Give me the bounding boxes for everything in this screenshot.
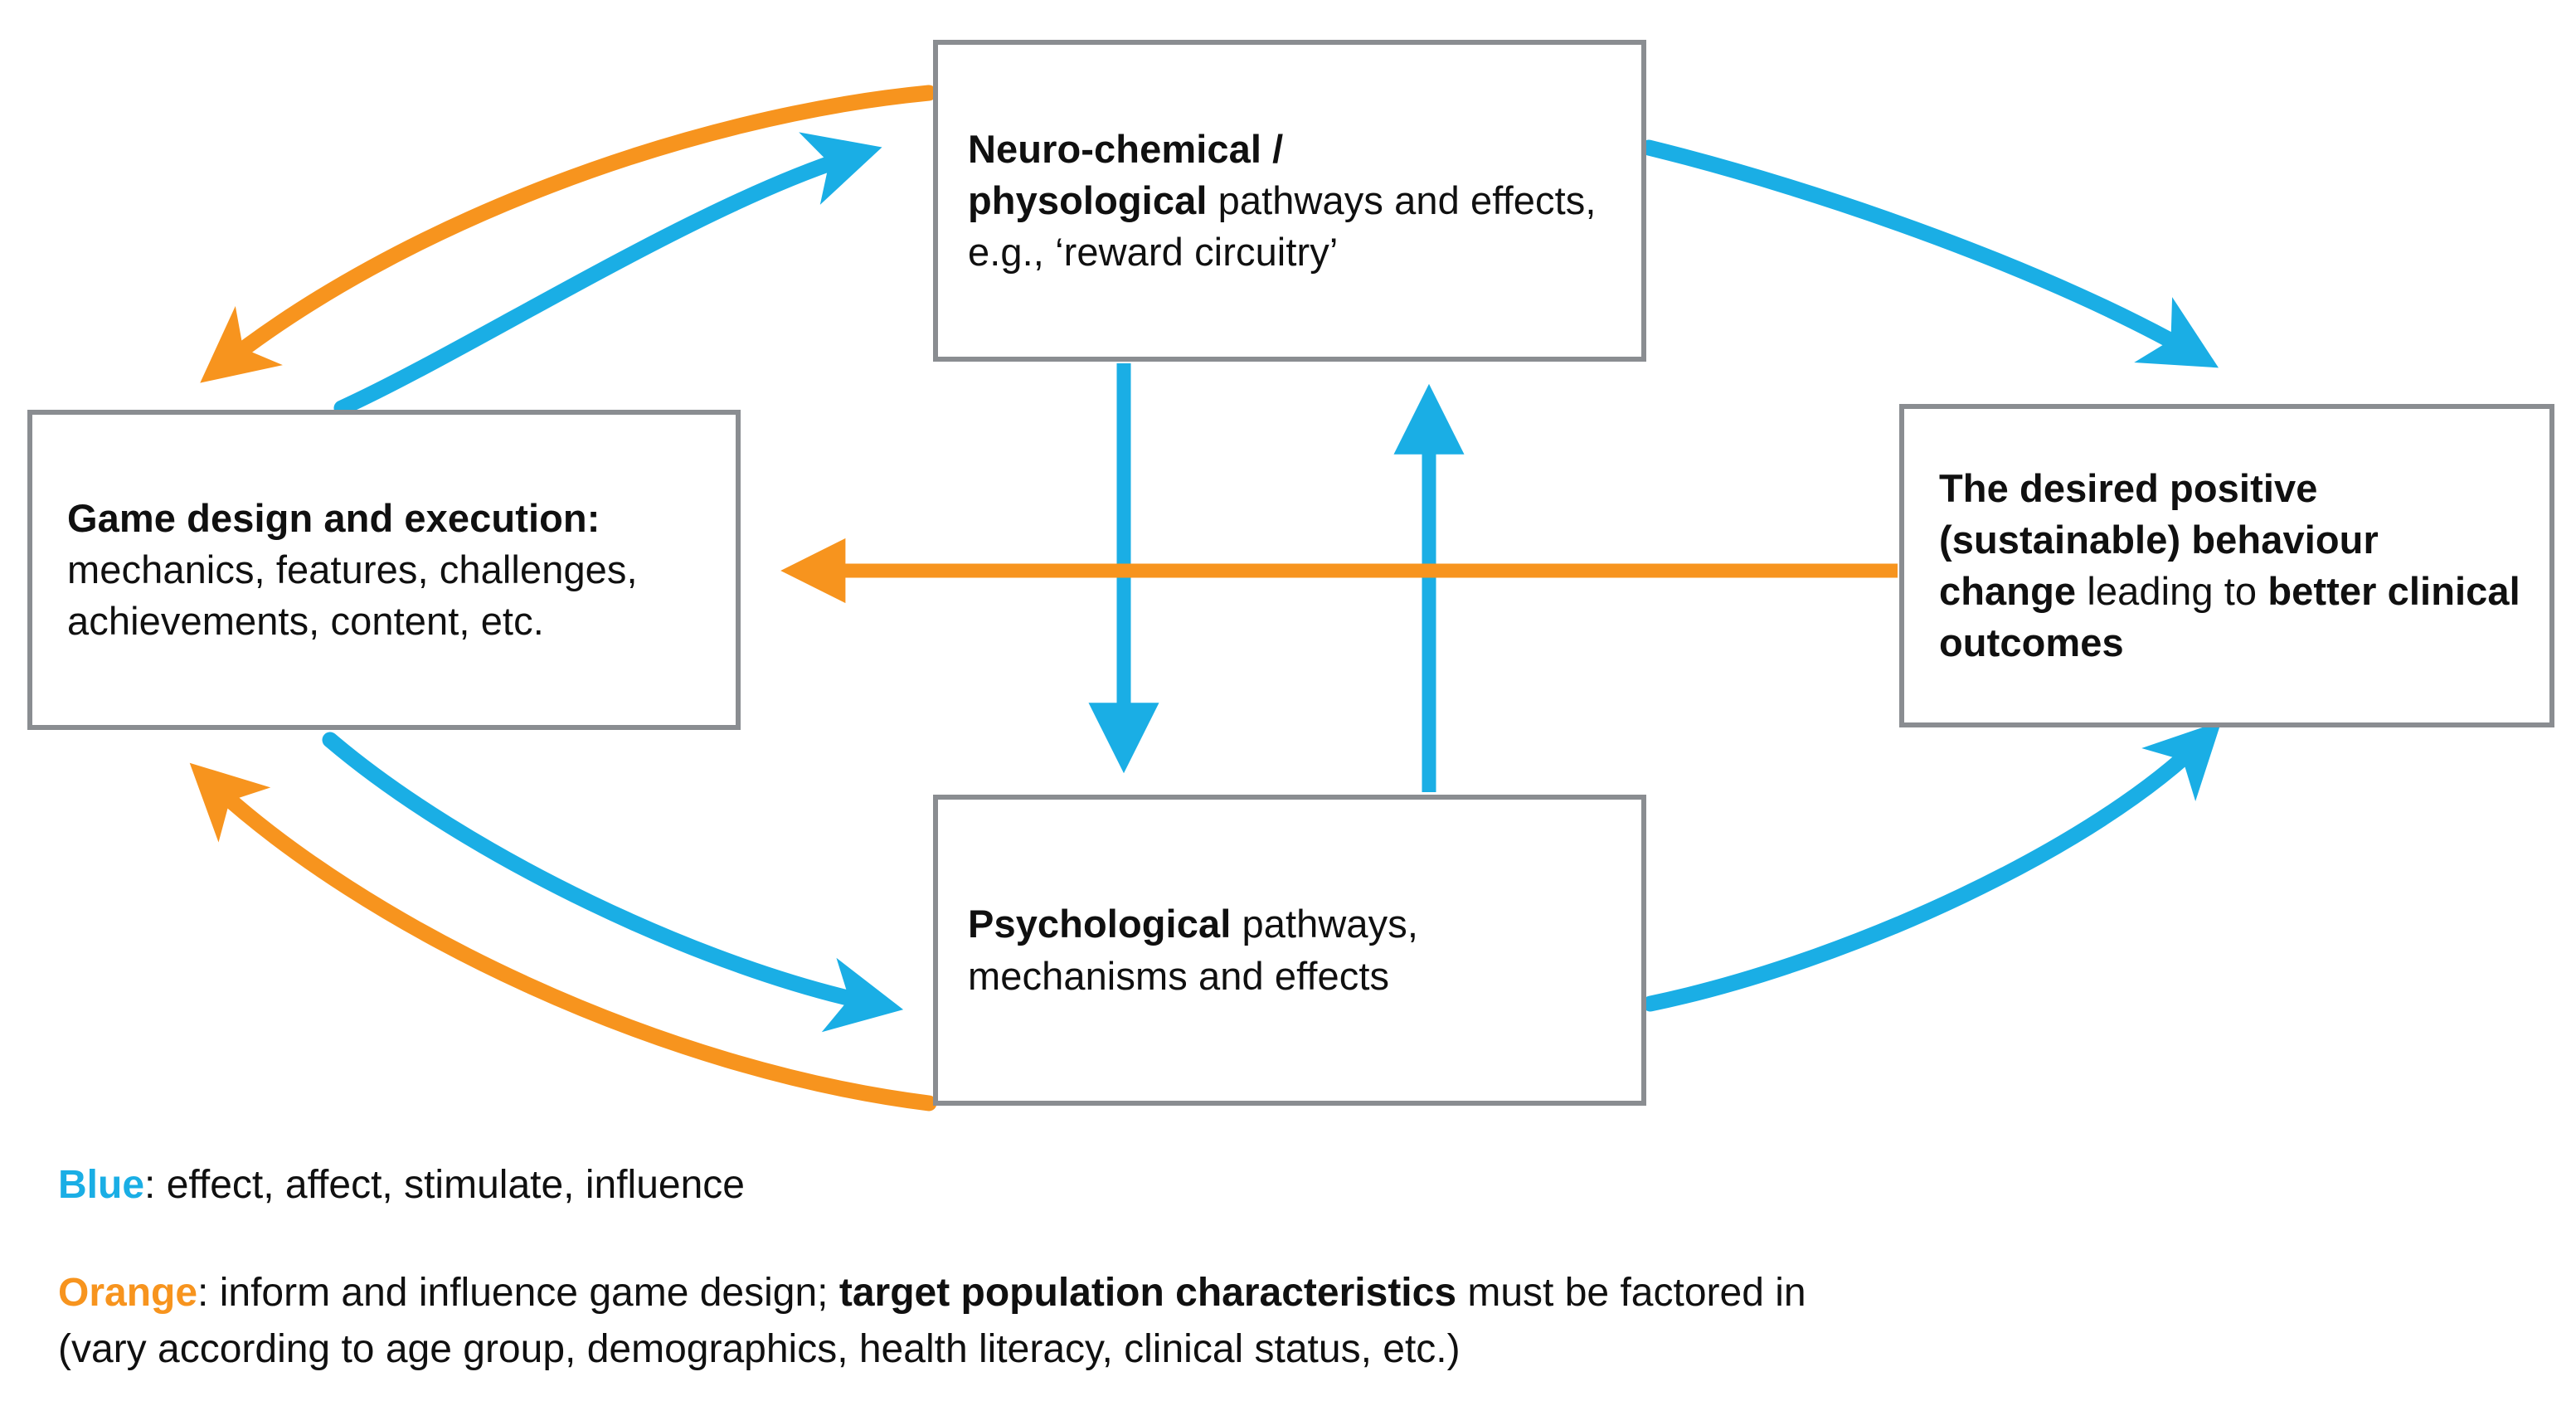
legend-blue-separator: :: [144, 1163, 167, 1207]
legend-blue-key: Blue: [58, 1163, 145, 1207]
node-psychological[interactable]: Psychological pathways, mechanisms and e…: [933, 795, 1646, 1106]
node-game-design-text: Game design and execution: mechanics, fe…: [32, 493, 736, 647]
legend-orange-line1-a: inform and influence game design;: [219, 1271, 839, 1315]
node-desired-outcome-bold-lead: The desired positive (sustainable) behav…: [1939, 465, 2379, 613]
node-desired-outcome-bold-tail: better clinical outcomes: [1939, 569, 2520, 665]
edge-psych-to-game: [189, 762, 937, 1112]
node-neuro-chemical-bold-lead: Neuro-chemical /: [968, 126, 1284, 171]
legend-blue: Blue: effect, affect, stimulate, influen…: [58, 1157, 745, 1214]
node-neuro-chemical-bold-second: physological: [968, 178, 1208, 222]
node-game-design[interactable]: Game design and execution: mechanics, fe…: [27, 410, 741, 730]
legend-orange-separator: :: [197, 1271, 220, 1315]
edge-psych-to-desired: [1642, 721, 2222, 1012]
node-neuro-chemical-text: Neuro-chemical / physological pathways a…: [938, 124, 1641, 278]
legend-orange-key: Orange: [58, 1271, 198, 1315]
legend-orange: Orange: inform and influence game design…: [58, 1265, 1806, 1378]
edge-game-to-neuro: [333, 132, 882, 416]
legend-orange-line1-b: must be factored in: [1456, 1271, 1806, 1315]
legend-orange-line2: (vary according to age group, demographi…: [58, 1327, 1461, 1372]
edge-neuro-to-desired: [1640, 139, 2219, 368]
node-psychological-rest: pathways, mechanisms and effects: [968, 902, 1419, 998]
node-game-design-rest: mechanics, features, challenges, achieve…: [67, 547, 638, 644]
legend-blue-text: effect, affect, stimulate, influence: [166, 1163, 745, 1207]
node-desired-outcome[interactable]: The desired positive (sustainable) behav…: [1899, 404, 2554, 727]
node-desired-outcome-text: The desired positive (sustainable) behav…: [1904, 463, 2549, 669]
node-neuro-chemical-rest: pathways and effects, e.g., ‘reward circ…: [968, 178, 1597, 275]
legend-orange-line1-bold: target population characteristics: [838, 1271, 1457, 1315]
edge-game-to-psych: [322, 732, 904, 1033]
node-desired-outcome-mid: leading to: [2076, 569, 2268, 613]
edge-neuro-to-game-orange: [200, 85, 937, 383]
node-psychological-bold-lead: Psychological: [968, 902, 1232, 946]
node-psychological-text: Psychological pathways, mechanisms and e…: [938, 898, 1641, 1001]
node-game-design-bold-lead: Game design and execution:: [67, 495, 600, 540]
node-neuro-chemical[interactable]: Neuro-chemical / physological pathways a…: [933, 40, 1646, 362]
